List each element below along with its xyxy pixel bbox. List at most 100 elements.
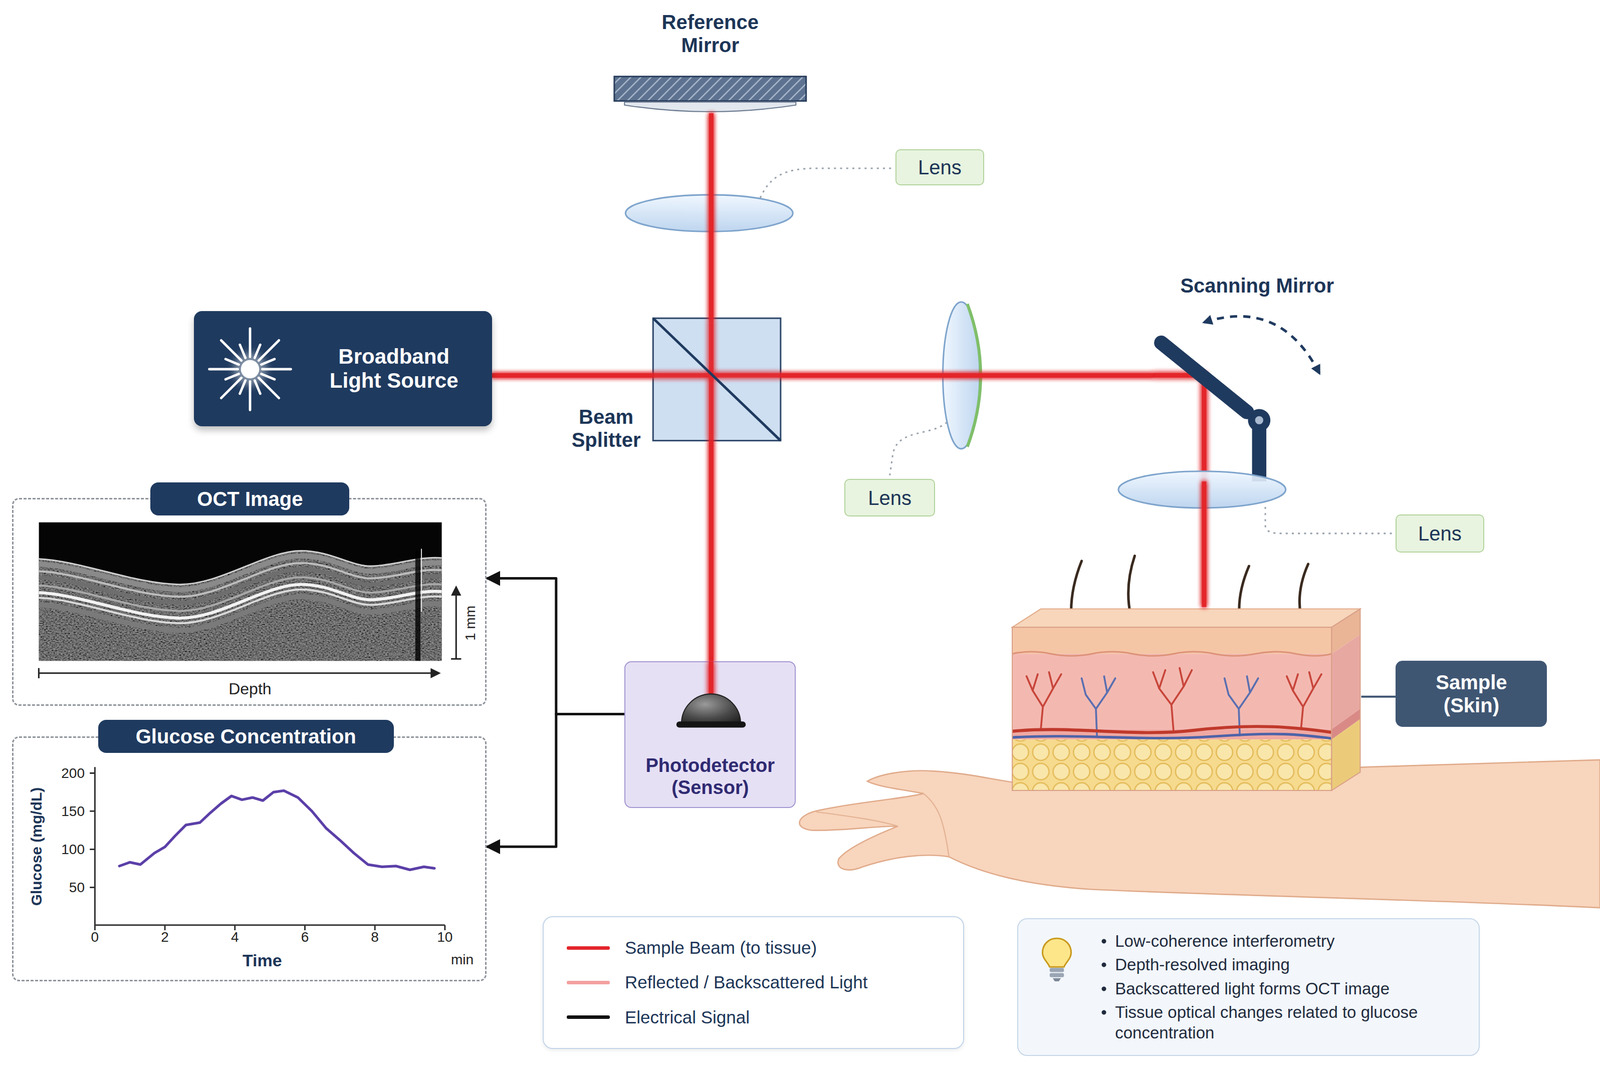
oct-shadow: [415, 551, 421, 662]
bullet-text: Low-coherence interferometry: [1100, 931, 1429, 952]
light-beam: [780, 373, 1154, 378]
fat-layer: [1012, 739, 1332, 791]
node-label: Scanning Mirror: [1180, 274, 1334, 298]
skin-sample: Sample (Skin): [1010, 607, 1363, 792]
light-beam: [1201, 481, 1207, 607]
rotation-arrow: [1204, 316, 1320, 374]
tick-label: 0: [91, 929, 100, 946]
light-beam: [492, 373, 654, 378]
bullet-text: Tissue optical changes related to glucos…: [1100, 1002, 1429, 1044]
axis-title: Glucose (mg/dL): [28, 787, 46, 907]
reference-mirror: Reference Mirror: [614, 76, 807, 114]
finger-crease: [816, 793, 950, 857]
oct-background: [38, 522, 442, 661]
node-label: Reference Mirror: [642, 10, 778, 57]
legend-row: Sample Beam (to tissue): [566, 938, 964, 959]
scale-arrows: [38, 585, 462, 679]
reference-mirror-shape: [614, 76, 807, 112]
tick-label: 6: [301, 929, 310, 946]
tick-label: 2: [160, 929, 169, 946]
tick-label: 200: [61, 765, 85, 782]
skin-side: [1331, 719, 1360, 791]
legend-swatch: [566, 981, 610, 985]
axis-title: Time: [242, 951, 283, 972]
x-ticks: [94, 925, 445, 931]
label-anchor: 10: [436, 929, 453, 946]
label-anchor: Glucose (mg/dL): [28, 787, 46, 907]
oct-scan-image: [38, 522, 442, 661]
legend-text: Reflected / Backscattered Light: [624, 972, 868, 993]
scale-label: 1 mm: [462, 605, 479, 641]
leader-lines: [760, 168, 1393, 534]
legend-text: Sample Beam (to tissue): [624, 938, 817, 959]
splitter-cube: [652, 318, 781, 441]
beam-splitter: Beam Splitter: [652, 318, 781, 441]
bullet-text: Depth-resolved imaging: [1100, 954, 1429, 976]
depth-arrowhead: [430, 668, 441, 679]
node-label: Lens: [867, 486, 912, 510]
label-anchor: Time: [242, 951, 283, 972]
legend-swatch: [566, 1015, 610, 1020]
label-anchor: 150: [61, 803, 85, 820]
node-label: Broadband Light Source: [318, 344, 470, 394]
oct-image-panel: OCT Image: [12, 498, 487, 707]
bulb-base: [1049, 968, 1065, 973]
note-box: Low-coherence interferometryDepth-resolv…: [1017, 918, 1480, 1057]
lens-label: Lens: [1395, 514, 1485, 553]
label-anchor: 200: [61, 765, 85, 782]
depth-line: [38, 672, 433, 674]
oct-layer: [38, 551, 442, 585]
oct-speckle: [38, 551, 442, 662]
legend-row: Electrical Signal: [566, 1007, 964, 1028]
lightbulb-icon: [1036, 933, 1078, 985]
node-label: Lens: [918, 155, 962, 179]
label-anchor: 100: [61, 841, 85, 858]
skin-front-outline: [1012, 627, 1332, 791]
tick-label: 150: [61, 803, 85, 820]
depth-tick: [38, 668, 40, 679]
tick-label: 4: [231, 929, 240, 946]
mirror-bar: [1161, 342, 1247, 412]
bullet-text: Backscattered light forms OCT image: [1100, 978, 1429, 1000]
node-label: Beam Splitter: [559, 405, 653, 452]
light-source-icon: [193, 311, 307, 427]
beam-segment: [652, 318, 781, 441]
label-anchor: 4: [231, 929, 240, 946]
node-label: Glucose Concentration: [98, 720, 394, 754]
chart-axes: [94, 767, 445, 926]
epidermis: [1012, 627, 1332, 654]
star-rays: [208, 328, 291, 411]
mirror-joint-pin: [1255, 416, 1264, 425]
label-anchor: 8: [370, 929, 379, 946]
skin-side-outline: [1331, 609, 1360, 791]
label-anchor: 6: [301, 929, 310, 946]
light-beam: [709, 440, 714, 662]
axis-label: Depth: [228, 679, 272, 699]
beam-splitter-shape: [652, 318, 781, 441]
label-anchor: 0: [91, 929, 100, 946]
detector-base: [676, 721, 746, 728]
epidermis-border: [1012, 651, 1332, 656]
mirror-plate: [624, 102, 796, 112]
signal-arrow: [486, 714, 625, 847]
vessel: [1286, 672, 1322, 730]
label-anchor: 1 mm: [462, 605, 479, 641]
mirror-body: [614, 76, 807, 102]
beam-segment: [709, 661, 714, 698]
scanning-mirror: Scanning Mirror: [1153, 324, 1276, 483]
leader-line: [760, 168, 892, 198]
oct-layer: [38, 596, 442, 631]
detector-dome: [681, 694, 741, 724]
connectors: [486, 113, 1205, 847]
label-anchor: Depth: [228, 679, 272, 699]
bulb-tip: [1052, 978, 1061, 982]
label-anchor: 2: [160, 929, 169, 946]
beam-segment: [1153, 375, 1205, 483]
scale-arrowhead: [450, 585, 462, 596]
scale-tick: [450, 658, 462, 660]
vessel-tree: [1026, 668, 1322, 736]
tick-label: 100: [61, 841, 85, 858]
